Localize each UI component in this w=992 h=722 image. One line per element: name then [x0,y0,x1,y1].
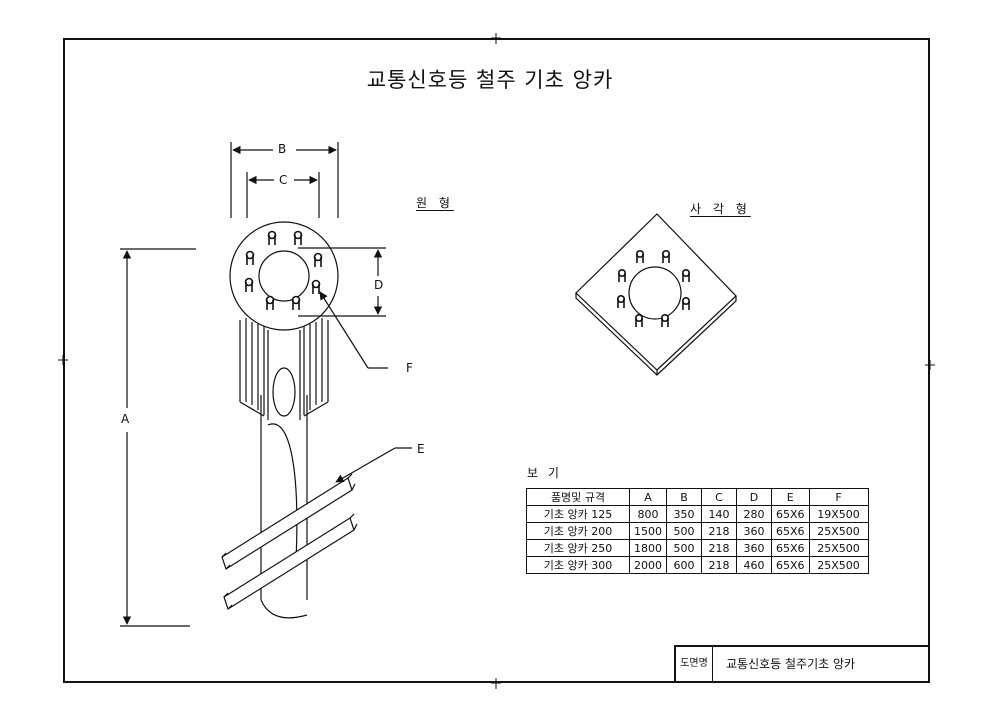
table-cell: 218 [701,556,737,574]
table-cell: 25X500 [808,522,869,540]
table-row: 기초 앙카 250 1800 500 218 360 65X6 25X500 [526,539,869,557]
table-cell: 360 [736,522,772,540]
header-cell: F [808,488,869,506]
dim-label-d: D [374,278,384,292]
table-cell: 65X6 [771,505,810,523]
table-cell: 기초 앙카 300 [526,556,630,574]
table-cell: 65X6 [771,556,810,574]
angle-bars [221,473,358,610]
table-cell: 140 [701,505,737,523]
table-cell: 기초 앙카 250 [526,539,630,557]
table-row: 기초 앙카 125 800 350 140 280 65X6 19X500 [526,505,869,523]
dimension-d [298,247,386,317]
table-row: 기초 앙카 200 1500 500 218 360 65X6 25X500 [526,522,869,540]
dim-label-b: B [278,142,287,156]
table-cell: 기초 앙카 200 [526,522,630,540]
table-row: 기초 앙카 300 2000 600 218 460 65X6 25X500 [526,556,869,574]
title-block: 도면명 교통신호등 철주기초 앙카 [674,645,928,681]
table-cell: 기초 앙카 125 [526,505,630,523]
drawing-title: 교통신호등 철주 기초 앙카 [366,68,614,92]
table-cell: 1800 [629,539,667,557]
table-cell: 25X500 [808,539,869,557]
table-cell: 65X6 [771,539,810,557]
table-cell: 350 [666,505,702,523]
dim-label-c: C [279,173,288,187]
bolt-holes [244,230,323,310]
dim-label-a: A [121,412,130,426]
square-bolt-holes [616,250,690,327]
leader-f [319,291,388,369]
table-cell: 800 [629,505,667,523]
table-cell: 25X500 [808,556,869,574]
dimension-c [246,172,320,218]
table-cell: 19X500 [808,505,869,523]
table-cell: 500 [666,539,702,557]
table-cell: 218 [701,539,737,557]
table-cell: 280 [736,505,772,523]
table-cell: 460 [736,556,772,574]
table-cell: 2000 [629,556,667,574]
header-cell: E [771,488,810,506]
title-block-name: 교통신호등 철주기초 앙카 [726,657,856,671]
header-cell: 품명및 규격 [526,488,630,506]
flange-ring [229,221,339,331]
square-view-label: 사 각 형 [690,202,751,216]
table-cell: 600 [666,556,702,574]
table-cell: 500 [666,522,702,540]
table-cell: 360 [736,539,772,557]
legend-caption: 보 기 [527,466,562,480]
header-cell: A [629,488,667,506]
anchor-assembly-view [120,142,412,627]
spec-table: 품명및 규격 A B C D E F 기초 앙카 125 800 350 140… [526,488,869,574]
table-cell: 1500 [629,522,667,540]
header-cell: D [736,488,772,506]
rib-plates [239,318,329,420]
table-cell: 65X6 [771,522,810,540]
square-plate-view [575,213,737,376]
round-view-label: 원 형 [416,196,454,210]
anchor-pipe [260,395,308,619]
table-header-row: 품명및 규격 A B C D E F [526,488,869,506]
header-cell: B [666,488,702,506]
dim-label-f: F [406,361,413,375]
dim-label-e: E [417,442,425,456]
table-cell: 218 [701,522,737,540]
dimension-b [230,142,339,218]
title-block-label: 도면명 [676,647,713,681]
dimension-a [120,248,196,627]
header-cell: C [701,488,737,506]
leader-e [335,447,412,483]
registration-marks [58,33,935,689]
